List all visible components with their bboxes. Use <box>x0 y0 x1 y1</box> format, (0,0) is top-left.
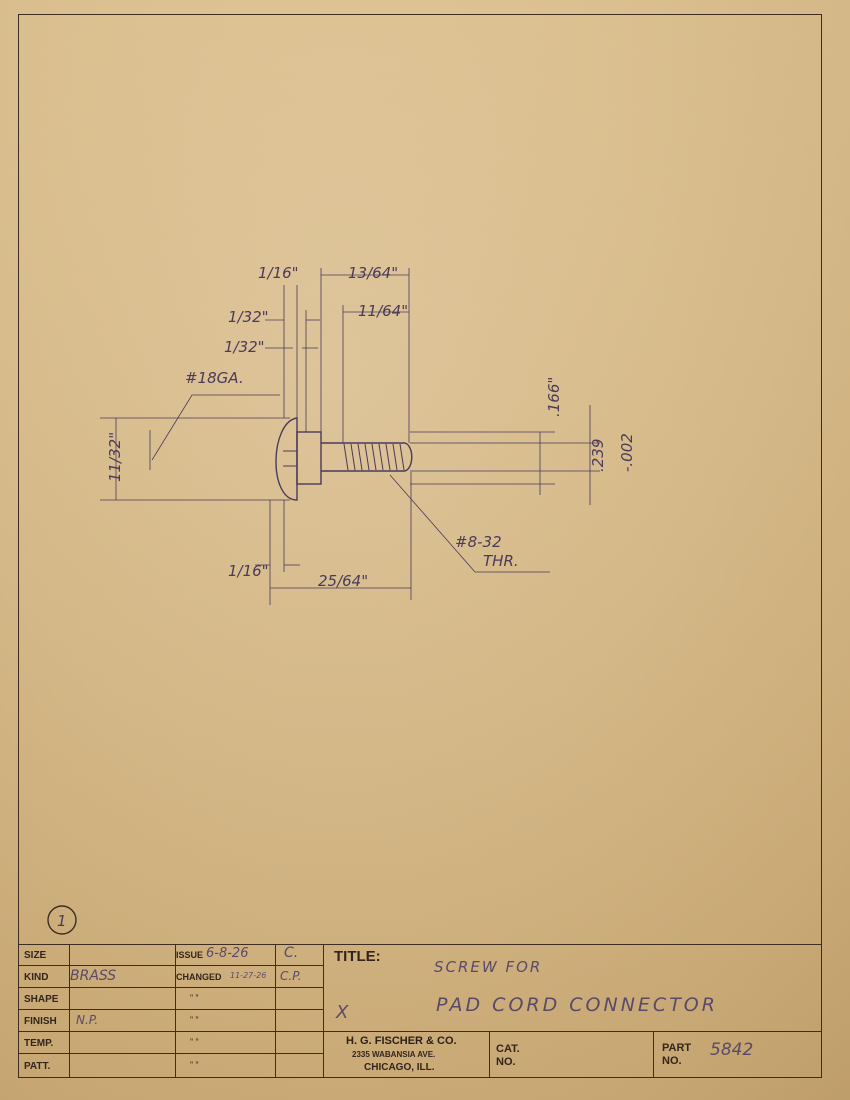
ditto-cell: ” ” <box>176 1010 276 1032</box>
ditto-mark: ” ” <box>190 1015 199 1025</box>
finish-value: N.P. <box>76 1013 99 1027</box>
ditto-cell: ” ” <box>176 1032 276 1054</box>
dim-11-32: 11/32" <box>106 432 124 482</box>
changed-initial: C.P. <box>280 969 302 983</box>
leader-lines <box>151 394 550 573</box>
screw-shank <box>321 442 413 472</box>
dim-1-32-a: 1/32" <box>228 308 269 326</box>
ditto-initial-cell <box>276 1032 324 1054</box>
ditto-mark: ” ” <box>190 1037 199 1047</box>
sheet-number-circle <box>47 905 77 935</box>
ditto-cell: ” ” <box>176 988 276 1010</box>
sheet-number: 1 <box>57 912 67 930</box>
ditto-initial-cell <box>276 1054 324 1078</box>
title-line-2: PAD CORD CONNECTOR <box>436 994 718 1016</box>
row-label-cell: KIND <box>18 966 70 988</box>
title-area: TITLE: SCREW FOR PAD CORD CONNECTOR X <box>324 944 822 1032</box>
sheet-border <box>18 14 822 1078</box>
screw-shoulder <box>296 431 322 485</box>
dim-239: .239 <box>589 439 607 472</box>
dimension-lines <box>115 274 591 589</box>
changed-date: 11-27-26 <box>230 971 267 980</box>
issue-cell: ISSUE 6-8-26 <box>176 944 276 966</box>
ditto-cell: ” ” <box>176 1054 276 1078</box>
title-line-1: SCREW FOR <box>434 958 543 976</box>
dim-1-16-top: 1/16" <box>258 264 299 282</box>
row-label-cell: FINISH <box>18 1010 70 1032</box>
thread-spec: #8-32 <box>455 533 502 551</box>
issue-label: ISSUE <box>176 950 204 960</box>
company-city: CHICAGO, ILL. <box>364 1062 435 1073</box>
thread-hatching <box>343 443 405 471</box>
row-label-cell: PATT. <box>18 1054 70 1078</box>
shape-label: SHAPE <box>24 994 59 1005</box>
ditto-initial-cell <box>276 1010 324 1032</box>
ditto-initial-cell <box>276 988 324 1010</box>
part-no-label: NO. <box>662 1055 682 1067</box>
dim-166: .166" <box>545 377 563 417</box>
title-label: TITLE: <box>334 948 381 965</box>
company-cell: H. G. FISCHER & CO. 2335 WABANSIA AVE. C… <box>324 1032 490 1078</box>
changed-cell: CHANGED 11-27-26 <box>176 966 276 988</box>
finish-label: FINISH <box>24 1016 57 1027</box>
cat-no-label: NO. <box>496 1056 516 1068</box>
size-value-cell <box>70 944 176 966</box>
title-mark: X <box>336 1002 349 1023</box>
part-label: PART <box>662 1042 692 1054</box>
dimension-labels: 1/16" 13/64" 1/32" 11/64" 1/32" #18GA. 1… <box>106 264 636 590</box>
patt-value-cell <box>70 1054 176 1078</box>
shape-value-cell <box>70 988 176 1010</box>
title-block: SIZE KIND BRASS SHAPE FINISH N.P. TEMP. … <box>18 944 822 1078</box>
ditto-mark: ” ” <box>190 1060 199 1070</box>
row-label-cell: SIZE <box>18 944 70 966</box>
gauge-label: #18GA. <box>185 369 244 387</box>
dim-25-64: 25/64" <box>318 572 368 590</box>
part-no-cell: PART NO. 5842 <box>654 1032 822 1078</box>
extension-lines <box>100 268 600 605</box>
temp-value-cell <box>70 1032 176 1054</box>
cat-no-cell: CAT. NO. <box>490 1032 654 1078</box>
dim-11-64: 11/64" <box>358 302 408 320</box>
dim-13-64: 13/64" <box>348 264 398 282</box>
row-label-cell: TEMP. <box>18 1032 70 1054</box>
dim-tolerance: -.002 <box>618 433 636 472</box>
dim-1-32-b: 1/32" <box>224 338 265 356</box>
finish-value-cell: N.P. <box>70 1010 176 1032</box>
company-name: H. G. FISCHER & CO. <box>346 1035 457 1047</box>
dim-1-16-bottom: 1/16" <box>228 562 269 580</box>
kind-value: BRASS <box>70 968 117 984</box>
screw-head <box>275 417 298 501</box>
cat-label: CAT. <box>496 1043 520 1055</box>
thread-abbrev: THR. <box>483 552 519 570</box>
changed-label: CHANGED <box>176 972 222 982</box>
patt-label: PATT. <box>24 1061 51 1072</box>
company-address: 2335 WABANSIA AVE. <box>352 1050 436 1059</box>
ditto-mark: ” ” <box>190 993 199 1003</box>
issue-date: 6-8-26 <box>206 946 249 961</box>
size-label: SIZE <box>24 950 47 961</box>
kind-value-cell: BRASS <box>70 966 176 988</box>
issue-initial-cell: C. <box>276 944 324 966</box>
row-label-cell: SHAPE <box>18 988 70 1010</box>
part-number: 5842 <box>710 1040 754 1060</box>
kind-label: KIND <box>24 972 49 983</box>
temp-label: TEMP. <box>24 1038 54 1049</box>
changed-initial-cell: C.P. <box>276 966 324 988</box>
title-block-top-rule <box>18 944 822 945</box>
issue-initial: C. <box>284 945 299 961</box>
